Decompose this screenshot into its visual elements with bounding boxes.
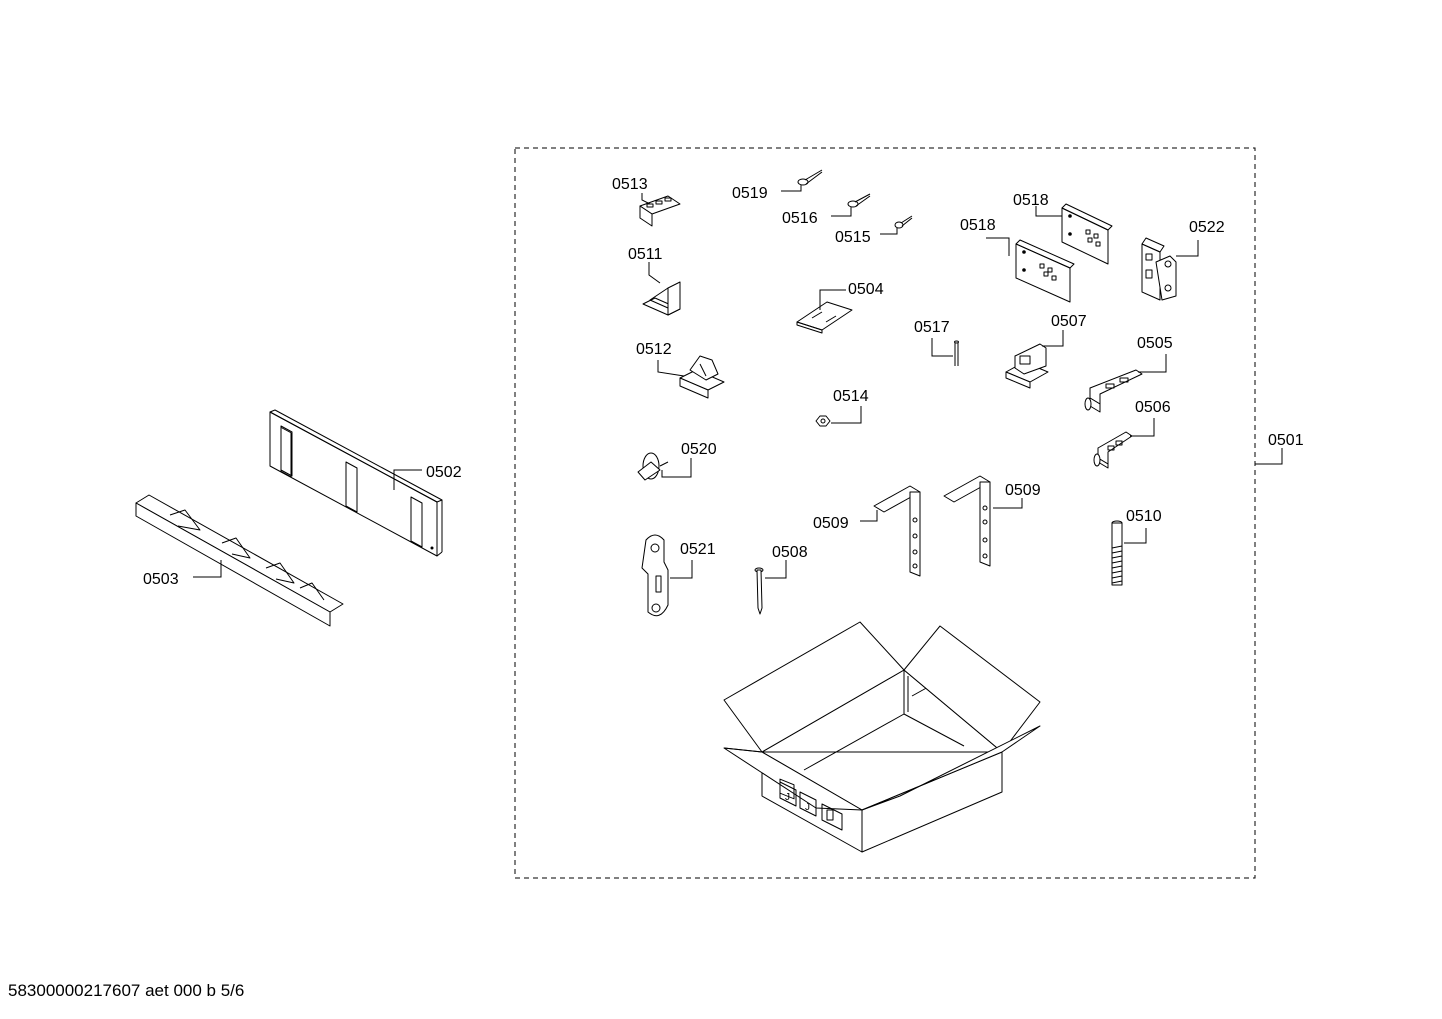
label-0522: 0522 — [1189, 219, 1225, 236]
label-0514: 0514 — [833, 388, 869, 405]
part-0519-screw[interactable] — [797, 169, 823, 186]
part-0516-screw[interactable] — [847, 193, 871, 208]
label-0516: 0516 — [782, 210, 818, 227]
label-0505: 0505 — [1137, 335, 1173, 352]
part-0504-plate[interactable] — [796, 296, 853, 334]
part-0521-hinge-plate[interactable] — [641, 534, 669, 617]
label-0502: 0502 — [426, 464, 462, 481]
part-0522-hinge[interactable] — [1141, 237, 1177, 301]
part-0509-l-bracket-a[interactable] — [873, 485, 921, 577]
part-0508-pin[interactable] — [754, 567, 764, 615]
part-0513-bracket[interactable] — [639, 195, 681, 227]
part-0511-angle-bracket[interactable] — [642, 281, 681, 316]
part-0507-latch[interactable] — [1005, 343, 1049, 389]
part-0518-plate-a[interactable] — [1015, 239, 1075, 303]
label-0518-a: 0518 — [960, 217, 996, 234]
label-0513: 0513 — [612, 176, 648, 193]
accessory-kit-boundary — [514, 147, 1256, 879]
label-0512: 0512 — [636, 341, 672, 358]
label-0507: 0507 — [1051, 313, 1087, 330]
packaging-box: J J — [723, 621, 1041, 853]
part-0503-rail[interactable] — [135, 494, 344, 627]
part-0509-l-bracket-b[interactable] — [943, 475, 991, 567]
label-0509-a: 0509 — [813, 515, 849, 532]
label-0520: 0520 — [681, 441, 717, 458]
part-0518-plate-b[interactable] — [1061, 203, 1113, 265]
label-0519: 0519 — [732, 185, 768, 202]
label-0504: 0504 — [848, 281, 884, 298]
label-0508: 0508 — [772, 544, 808, 561]
part-0514-nut[interactable] — [815, 415, 831, 427]
part-0520-plug[interactable] — [637, 452, 669, 481]
label-0510: 0510 — [1126, 508, 1162, 525]
svg-text:J: J — [805, 802, 810, 813]
label-0503: 0503 — [143, 571, 179, 588]
part-0502-panel[interactable] — [269, 409, 443, 557]
part-0517-pin[interactable] — [954, 340, 959, 366]
label-0518-b: 0518 — [1013, 192, 1049, 209]
part-0506-hinge-bracket[interactable] — [1093, 431, 1133, 469]
part-0512-clip[interactable] — [679, 355, 725, 399]
label-0517: 0517 — [914, 319, 950, 336]
part-0505-hinge-bracket[interactable] — [1084, 369, 1143, 413]
label-0509-b: 0509 — [1005, 482, 1041, 499]
part-0515-screw[interactable] — [894, 215, 913, 229]
label-0506: 0506 — [1135, 399, 1171, 416]
label-0515: 0515 — [835, 229, 871, 246]
svg-text:J: J — [785, 792, 790, 803]
part-0510-bolt[interactable] — [1111, 520, 1123, 586]
label-0521: 0521 — [680, 541, 716, 558]
document-footer-code: 58300000217607 aet 000 b 5/6 — [8, 981, 245, 1000]
label-0511: 0511 — [628, 246, 663, 263]
label-0501: 0501 — [1268, 432, 1304, 449]
